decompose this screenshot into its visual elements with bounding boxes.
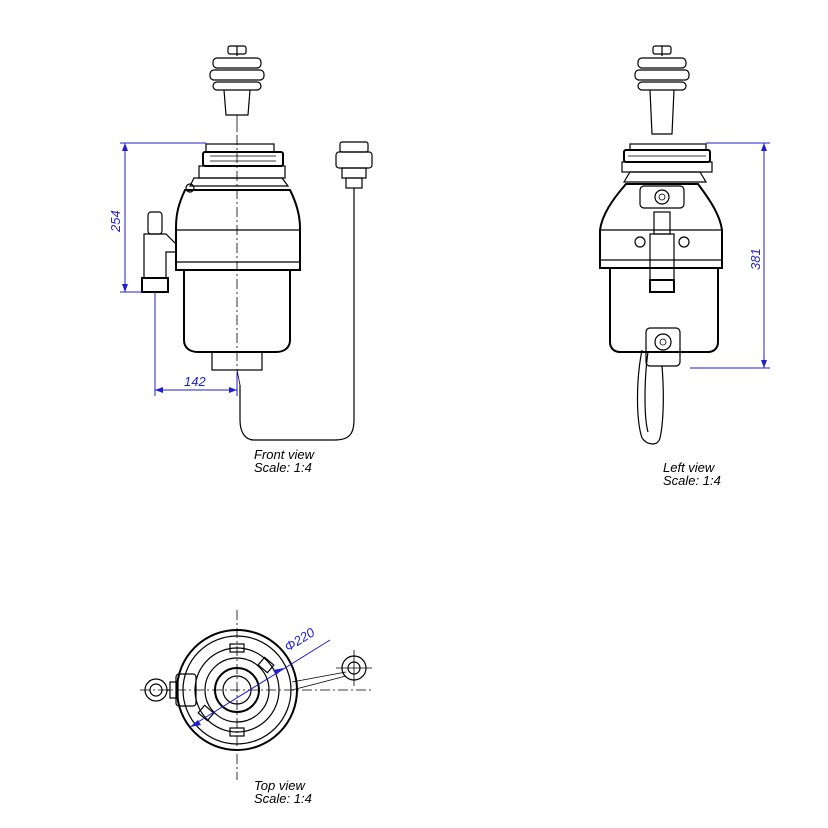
front-offset-dimension: 142: [154, 292, 238, 396]
left-height-label: 381: [748, 248, 763, 270]
left-outlet: [636, 327, 681, 445]
left-flange: [621, 143, 713, 183]
left-view-drawing: 381: [599, 45, 770, 445]
front-flange: [185, 143, 290, 193]
front-inlet-pipe: [141, 211, 177, 293]
left-lower-body: [609, 268, 719, 353]
front-view-drawing: 254 142: [108, 45, 373, 441]
front-height-label: 254: [108, 210, 123, 233]
top-view-scale: Scale: 1:4: [254, 791, 312, 806]
front-height-dimension: 254: [108, 142, 206, 293]
left-stopper: [634, 45, 690, 135]
left-view-caption: Left view Scale: 1:4: [663, 461, 721, 487]
front-stopper: [209, 45, 265, 132]
front-motor-housing: [175, 189, 301, 271]
left-inlet: [634, 185, 690, 293]
front-air-switch: [239, 141, 373, 441]
top-air-switch: [291, 650, 372, 691]
front-view-caption: Front view Scale: 1:4: [254, 448, 314, 474]
front-view-scale: Scale: 1:4: [254, 460, 312, 475]
top-inlet: [144, 673, 197, 707]
top-view-drawing: Φ220: [140, 610, 372, 780]
top-outer-ring: [176, 629, 298, 751]
left-view-name: Left view: [663, 460, 715, 475]
left-view-scale: Scale: 1:4: [663, 473, 721, 488]
left-height-dimension: 381: [690, 142, 770, 369]
top-view-name: Top view: [254, 778, 305, 793]
front-offset-label: 142: [184, 374, 206, 389]
front-view-name: Front view: [254, 447, 314, 462]
top-view-caption: Top view Scale: 1:4: [254, 779, 312, 805]
top-diameter-label: Φ220: [282, 624, 318, 654]
left-motor-housing: [599, 183, 723, 269]
